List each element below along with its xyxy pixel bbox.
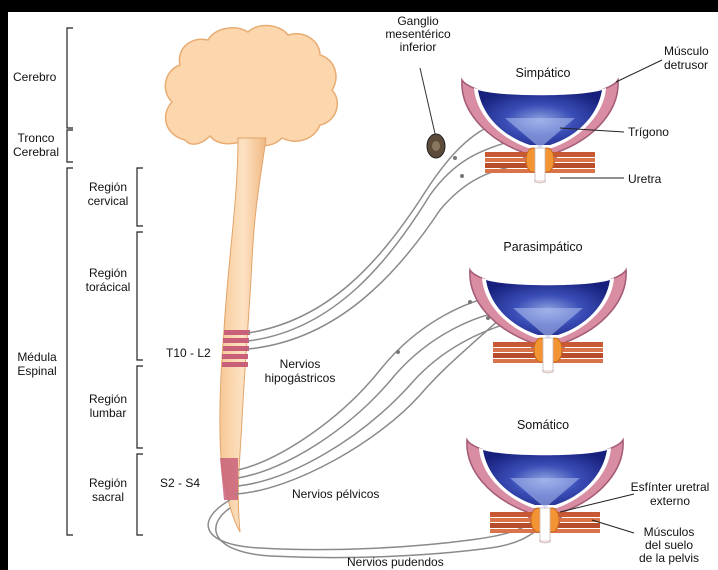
label-hipogastricos-line2: hipogástricos (250, 371, 350, 385)
label-detrusor-line2: detrusor (664, 58, 709, 72)
label-suelo-line3: de la pelvis (630, 552, 708, 565)
label-t10-l2: T10 - L2 (166, 346, 211, 360)
label-ganglio-line3: inferior (378, 41, 458, 54)
label-medula-espinal: Médula Espinal (12, 350, 62, 378)
label-medula-line2: Espinal (12, 364, 62, 378)
label-esfinter-line1: Esfínter uretral (626, 480, 714, 494)
label-region-cervical: Región cervical (80, 180, 136, 208)
label-tronco-line1: Tronco (10, 131, 62, 145)
label-esfinter: Esfínter uretral externo (626, 480, 714, 508)
label-tronco-line2: Cerebral (10, 145, 62, 159)
label-region-toracica: Región torácical (78, 266, 138, 294)
label-s2-s4: S2 - S4 (160, 476, 200, 490)
label-lumbar-line1: Región (80, 392, 136, 406)
label-region-sacral: Región sacral (80, 476, 136, 504)
label-parasimpatico: Parasimpático (493, 240, 593, 254)
label-toracica-line1: Región (78, 266, 138, 280)
label-cerebro: Cerebro (13, 70, 56, 84)
label-somatico: Somático (508, 418, 578, 432)
label-trigono: Trígono (628, 125, 669, 139)
label-uretra: Uretra (628, 172, 661, 186)
label-hipogastricos-line1: Nervios (250, 357, 350, 371)
label-cervical-line2: cervical (80, 194, 136, 208)
label-musculo-detrusor: Músculo detrusor (664, 44, 709, 72)
label-medula-line1: Médula (12, 350, 62, 364)
label-ganglio: Ganglio mesentérico inferior (378, 15, 458, 54)
label-suelo-pelvis: Músculos del suelo de la pelvis (630, 526, 708, 565)
label-esfinter-line2: externo (626, 494, 714, 508)
label-tronco-cerebral: Tronco Cerebral (10, 131, 62, 159)
label-sacral-line1: Región (80, 476, 136, 490)
brain-shape (165, 26, 337, 146)
label-detrusor-line1: Músculo (664, 44, 709, 58)
label-region-lumbar: Región lumbar (80, 392, 136, 420)
label-simpatico: Simpático (508, 66, 578, 80)
label-sacral-line2: sacral (80, 490, 136, 504)
label-nervios-hipogastricos: Nervios hipogástricos (250, 357, 350, 385)
label-toracica-line2: torácical (78, 280, 138, 294)
label-cervical-line1: Región (80, 180, 136, 194)
label-nervios-pelvicos: Nervios pélvicos (292, 487, 379, 501)
label-lumbar-line2: lumbar (80, 406, 136, 420)
label-nervios-pudendos: Nervios pudendos (347, 555, 444, 569)
